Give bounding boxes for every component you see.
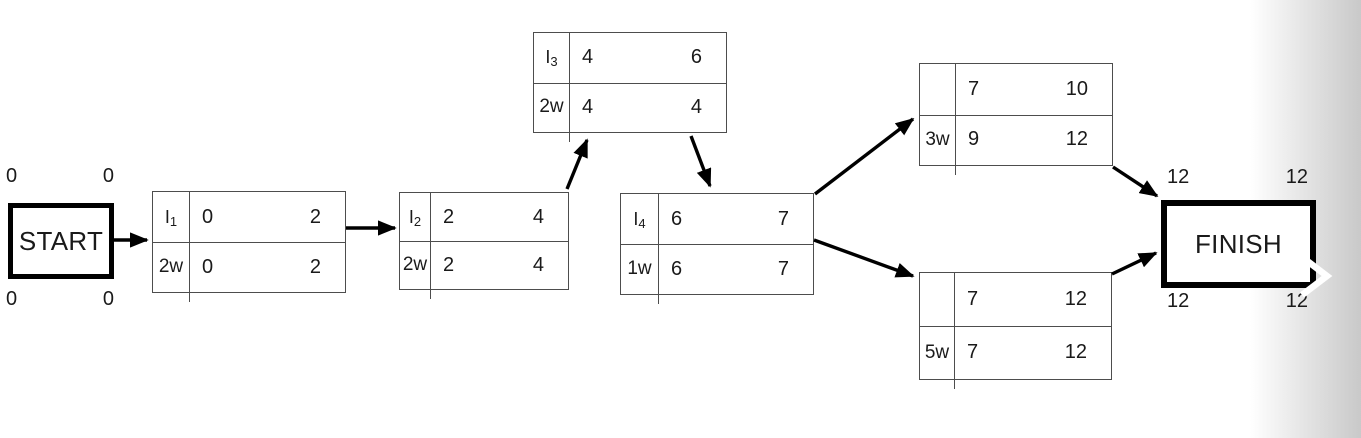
- finish-node: FINISH: [1161, 200, 1316, 288]
- late-times-row: 9 12: [955, 115, 1112, 166]
- early-finish-value: 10: [1065, 77, 1088, 100]
- activity-duration: 2w: [539, 96, 564, 118]
- late-times-row: 4 4: [569, 83, 726, 133]
- early-finish-value: 4: [532, 205, 544, 228]
- arrow-i3-to-i4: [689, 135, 712, 188]
- early-start-value: 7: [967, 288, 979, 310]
- late-finish-value: 4: [690, 95, 702, 118]
- early-times-row: 2 4: [430, 193, 568, 241]
- activity-duration: 2w: [402, 254, 428, 275]
- row-divider: [920, 114, 1112, 116]
- row-divider: [400, 241, 568, 242]
- finish-early-start-label: 12: [1167, 166, 1190, 188]
- start-early-finish-label: 0: [102, 165, 114, 187]
- late-start-value: 4: [582, 95, 594, 118]
- row-divider: [534, 82, 726, 84]
- finish-early-finish-label: 12: [1285, 166, 1308, 188]
- arrow-i4-to-activity5: [813, 117, 915, 196]
- late-finish-value: 7: [777, 257, 789, 280]
- early-times-row: 4 6: [569, 33, 726, 83]
- late-start-value: 2: [443, 253, 455, 276]
- early-finish-value: 2: [309, 205, 321, 228]
- arrow-i4-to-activity6: [813, 238, 915, 278]
- late-times-row: 2 4: [430, 241, 568, 289]
- early-start-value: 2: [443, 205, 455, 228]
- column-divider: [658, 194, 659, 304]
- activity-box-5: 3w 7 10 9 12: [919, 63, 1113, 175]
- activity-id: [920, 273, 954, 326]
- late-finish-value: 2: [309, 255, 321, 278]
- early-start-value: 0: [202, 205, 214, 228]
- start-late-start-label: 0: [6, 288, 18, 310]
- finish-late-start-label: 12: [1167, 290, 1190, 312]
- early-finish-value: 6: [690, 46, 702, 69]
- early-times-row: 0 2: [189, 192, 345, 242]
- late-times-row: 7 12: [954, 326, 1111, 379]
- late-finish-value: 12: [1064, 341, 1087, 363]
- row-divider: [920, 326, 1111, 327]
- early-times-row: 7 10: [955, 64, 1112, 115]
- late-times-row: 6 7: [658, 244, 813, 294]
- late-start-value: 7: [967, 341, 979, 363]
- row-divider: [153, 242, 345, 243]
- activity-duration: 3w: [925, 128, 950, 150]
- start-late-finish-label: 0: [102, 288, 114, 310]
- start-early-start-label: 0: [6, 165, 18, 187]
- activity-duration: 2w: [158, 256, 184, 277]
- column-divider: [955, 64, 956, 175]
- late-start-value: 0: [202, 255, 214, 278]
- late-start-value: 6: [671, 257, 683, 280]
- activity-duration: 5w: [924, 341, 950, 363]
- late-finish-value: 4: [532, 253, 544, 276]
- column-divider: [430, 193, 431, 299]
- arrow-i2-to-i3: [565, 138, 589, 190]
- early-finish-value: 12: [1064, 288, 1087, 310]
- column-divider: [189, 192, 190, 302]
- row-divider: [621, 244, 813, 245]
- activity-box-6: 5w 7 12 7 12: [919, 272, 1112, 389]
- start-node: START: [8, 203, 114, 279]
- arrow-activity5-to-finish: [1112, 165, 1159, 198]
- activity-duration: 1w: [627, 258, 652, 279]
- finish-node-label: FINISH: [1194, 228, 1283, 259]
- early-times-row: 7 12: [954, 273, 1111, 326]
- start-node-label: START: [18, 225, 104, 256]
- early-start-value: 7: [968, 77, 980, 100]
- early-start-value: 6: [671, 207, 683, 230]
- early-finish-value: 7: [777, 207, 789, 230]
- late-finish-value: 12: [1065, 128, 1088, 151]
- early-times-row: 6 7: [658, 194, 813, 244]
- late-start-value: 9: [968, 128, 980, 151]
- arrow-activity6-to-finish: [1111, 251, 1158, 276]
- column-divider: [954, 273, 955, 389]
- early-start-value: 4: [582, 46, 594, 69]
- late-times-row: 0 2: [189, 242, 345, 292]
- activity-id: [920, 64, 955, 115]
- column-divider: [569, 33, 570, 142]
- next-chevron-icon[interactable]: [1300, 254, 1333, 298]
